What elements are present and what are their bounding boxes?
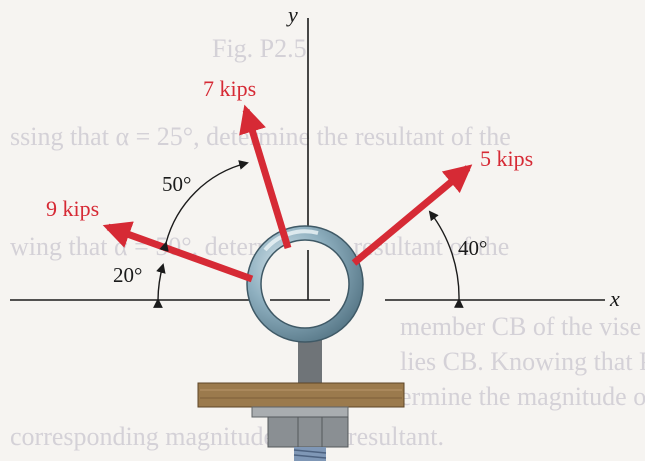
force-label-7kips: 7 kips <box>203 76 256 101</box>
nut <box>267 416 349 448</box>
washer <box>251 406 349 418</box>
forces: 7 kips 9 kips 5 kips <box>46 76 533 283</box>
background-text: Fig. P2.5 ssing that α = 25°, determine … <box>10 34 645 451</box>
bg-text-line: ermine the magnitude of the force P and … <box>400 382 645 411</box>
bg-fig-caption: Fig. P2.5 <box>212 34 307 63</box>
angle-label-40: 40° <box>458 236 487 260</box>
force-arrow-5kips <box>351 164 473 266</box>
x-axis-label: x <box>609 286 620 311</box>
angle-label-20: 20° <box>113 263 142 287</box>
mounting-hardware <box>197 340 405 461</box>
bg-text-line: member CB of the vise shown exerts on bl… <box>400 312 645 341</box>
angle-arc-20 <box>153 263 166 308</box>
eye-bolt-hole <box>260 239 350 329</box>
bg-text-line: lies CB. Knowing that P must have a 200-… <box>400 347 645 376</box>
bolt-shank <box>298 340 322 385</box>
bolt-thread <box>294 447 326 461</box>
wood-plate <box>197 382 405 408</box>
force-arrow-7kips <box>239 104 292 250</box>
angle-label-50: 50° <box>162 172 191 196</box>
eye-bolt <box>246 225 364 343</box>
force-arrow-9kips <box>102 221 254 283</box>
angle-marks: 50° 20° 40° <box>113 160 487 308</box>
angle-arc-40 <box>428 210 464 308</box>
bg-text-line: corresponding magnitude of the resultant… <box>10 422 444 451</box>
force-label-9kips: 9 kips <box>46 196 99 221</box>
angle-arc-50 <box>159 160 249 252</box>
y-axis-label: y <box>286 2 298 27</box>
force-label-5kips: 5 kips <box>480 146 533 171</box>
